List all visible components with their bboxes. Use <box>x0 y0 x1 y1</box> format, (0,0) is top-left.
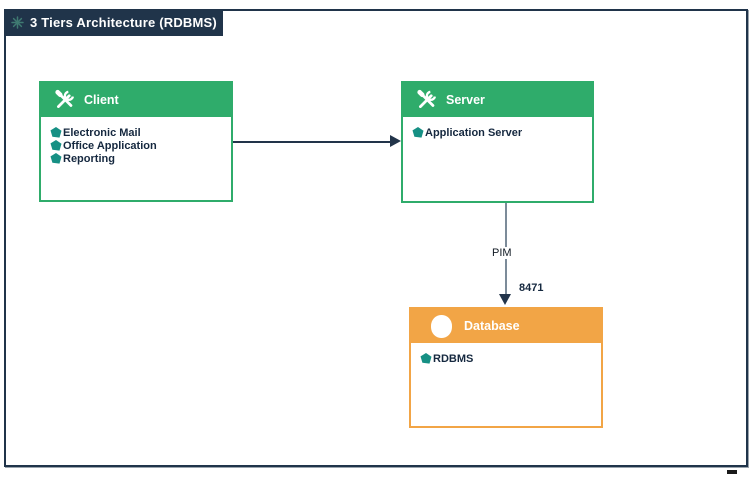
page-corner-mark <box>727 470 737 474</box>
edge-label-pim: PIM <box>491 247 513 259</box>
component-icon <box>50 152 62 164</box>
node-server[interactable]: Server Application Server <box>401 81 594 203</box>
title-bar: 3 Tiers Architecture (RDBMS) <box>4 9 223 36</box>
page-title: 3 Tiers Architecture (RDBMS) <box>30 15 217 30</box>
node-client-body: Electronic Mail Office Application Repor… <box>41 117 231 165</box>
node-database-body: RDBMS <box>411 343 601 365</box>
edge-label-port: 8471 <box>519 282 544 294</box>
node-database[interactable]: Database RDBMS <box>409 307 603 428</box>
node-client[interactable]: Client Electronic Mail Office Applicatio… <box>39 81 233 202</box>
arrowhead-right-icon <box>390 135 401 147</box>
list-item: Application Server <box>412 126 588 139</box>
arrowhead-down-icon <box>499 294 511 305</box>
component-icon <box>50 139 62 151</box>
tools-icon <box>54 89 76 111</box>
component-icon <box>412 126 424 138</box>
snowflake-icon <box>11 16 24 29</box>
item-label: Office Application <box>63 139 157 152</box>
item-label: Electronic Mail <box>63 126 141 139</box>
edge-client-server-line <box>233 141 390 143</box>
component-icon <box>420 352 432 364</box>
node-server-body: Application Server <box>403 117 592 139</box>
list-item: Reporting <box>50 152 227 165</box>
node-title: Database <box>464 319 520 333</box>
node-title: Server <box>446 93 485 107</box>
list-item: Electronic Mail <box>50 126 227 139</box>
item-label: Application Server <box>425 126 523 139</box>
item-label: Reporting <box>63 152 115 165</box>
diagram-frame <box>4 9 748 467</box>
node-client-header: Client <box>41 83 231 117</box>
item-label: RDBMS <box>433 352 474 365</box>
node-database-header: Database <box>411 309 601 343</box>
tools-icon <box>416 89 438 111</box>
list-item: Office Application <box>50 139 227 152</box>
node-title: Client <box>84 93 119 107</box>
database-icon <box>431 314 452 338</box>
node-server-header: Server <box>403 83 592 117</box>
component-icon <box>50 126 62 138</box>
list-item: RDBMS <box>420 352 597 365</box>
